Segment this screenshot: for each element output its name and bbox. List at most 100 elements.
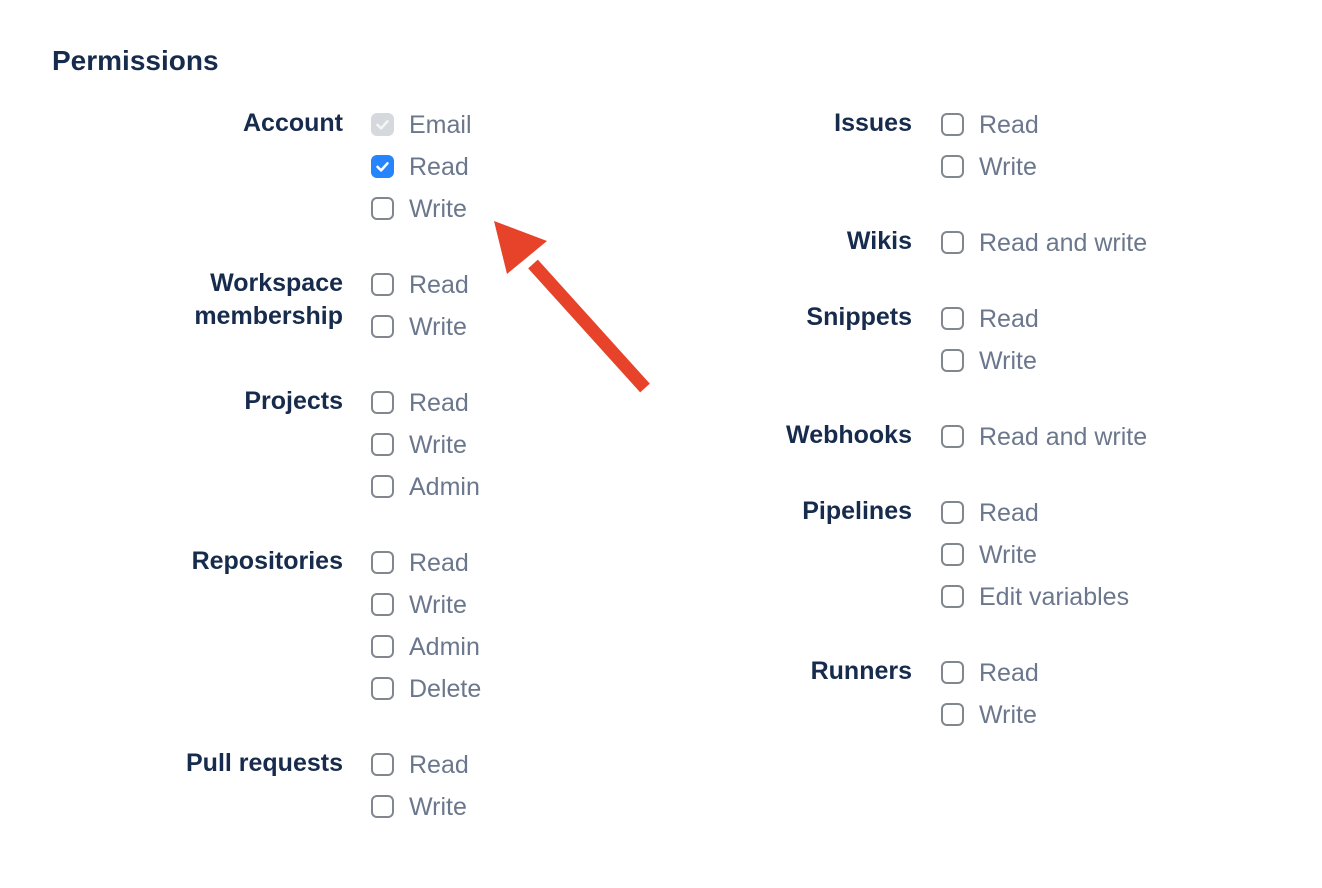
checkbox-row-projects-admin[interactable]: Admin [371, 472, 480, 501]
checkbox-row-pipelines-edit-variables[interactable]: Edit variables [941, 582, 1130, 611]
runners-read-label: Read [979, 658, 1039, 687]
checkbox-row-repositories-read[interactable]: Read [371, 548, 481, 577]
checkbox-row-account-email: Email [371, 110, 472, 139]
pipelines-write-label: Write [979, 540, 1037, 569]
account-email-label: Email [409, 110, 472, 139]
checkbox-row-projects-write[interactable]: Write [371, 430, 480, 459]
projects-admin-checkbox[interactable] [371, 474, 394, 498]
issues-read-checkbox[interactable] [941, 112, 964, 136]
snippets-read-checkbox[interactable] [941, 306, 964, 330]
pull-requests-read-checkbox[interactable] [371, 752, 394, 776]
checkbox-row-snippets-write[interactable]: Write [941, 346, 1039, 375]
checkbox-row-pull-requests-write[interactable]: Write [371, 794, 469, 819]
checkbox-row-projects-read[interactable]: Read [371, 388, 480, 417]
wikis-read-and-write-checkbox[interactable] [941, 230, 964, 254]
pipelines-edit-variables-label: Edit variables [979, 582, 1130, 611]
checkbox-row-account-read[interactable]: Read [371, 154, 472, 179]
checkbox-row-account-write[interactable]: Write [371, 194, 472, 223]
workspace-membership-write-checkbox[interactable] [371, 314, 394, 338]
pipelines-write-checkbox[interactable] [941, 542, 964, 566]
repositories-delete-label: Delete [409, 674, 482, 703]
checkbox-row-wikis-read-and-write[interactable]: Read and write [941, 228, 1148, 257]
checkbox-row-pipelines-read[interactable]: Read [941, 500, 1129, 525]
projects-write-label: Write [409, 430, 467, 459]
repositories-admin-label: Admin [409, 632, 480, 661]
checkbox-row-repositories-write[interactable]: Write [371, 590, 481, 619]
runners-write-checkbox[interactable] [941, 702, 964, 726]
webhooks-read-and-write-checkbox[interactable] [941, 424, 964, 448]
projects-write-checkbox[interactable] [371, 432, 394, 456]
projects-read-label: Read [409, 388, 469, 417]
workspace-membership-read-label: Read [409, 270, 469, 299]
projects-admin-label: Admin [409, 472, 480, 501]
wikis-read-and-write-label: Read and write [979, 228, 1148, 257]
pipelines-read-checkbox[interactable] [941, 500, 964, 524]
snippets-read-label: Read [979, 304, 1039, 333]
repositories-read-label: Read [409, 548, 469, 577]
group-label-webhooks: Webhooks [786, 421, 912, 449]
webhooks-read-and-write-label: Read and write [979, 422, 1148, 451]
checkbox-row-webhooks-read-and-write[interactable]: Read and write [941, 422, 1148, 451]
pull-requests-write-checkbox[interactable] [371, 794, 394, 818]
workspace-membership-read-checkbox[interactable] [371, 272, 394, 296]
checkbox-row-workspace-membership-write[interactable]: Write [371, 312, 469, 341]
group-label-wikis: Wikis [846, 227, 912, 255]
repositories-write-checkbox[interactable] [371, 592, 394, 616]
group-label-repositories: Repositories [191, 547, 343, 575]
account-write-checkbox[interactable] [371, 196, 394, 220]
permission-group-webhooks: Webhooks Read and write [663, 421, 1147, 466]
issues-write-checkbox[interactable] [941, 154, 964, 178]
workspace-membership-write-label: Write [409, 312, 467, 341]
checkbox-row-pull-requests-read[interactable]: Read [371, 750, 469, 779]
checkbox-row-workspace-membership-read[interactable]: Read [371, 270, 469, 299]
group-label-pipelines: Pipelines [802, 497, 912, 525]
group-label-pull-requests: Pull requests [186, 749, 343, 777]
checkbox-row-pipelines-write[interactable]: Write [941, 540, 1129, 569]
snippets-write-label: Write [979, 346, 1037, 375]
runners-read-checkbox[interactable] [941, 660, 964, 684]
checkbox-row-snippets-read[interactable]: Read [941, 304, 1039, 333]
group-label-projects: Projects [244, 387, 343, 415]
checkbox-row-repositories-delete[interactable]: Delete [371, 674, 482, 703]
account-read-checkbox[interactable] [371, 154, 394, 178]
permission-group-wikis: Wikis Read and write [663, 227, 1147, 272]
projects-read-checkbox[interactable] [371, 390, 394, 414]
checkbox-list: Read and write [941, 424, 1147, 466]
checkbox-row-runners-read[interactable]: Read [941, 658, 1039, 687]
pipelines-edit-variables-checkbox[interactable] [941, 584, 964, 608]
repositories-read-checkbox[interactable] [371, 550, 394, 574]
page-title: Permissions [52, 45, 219, 76]
group-label-account: Account [243, 109, 343, 137]
repositories-write-label: Write [409, 590, 467, 619]
checkbox-row-repositories-admin[interactable]: Admin [371, 632, 481, 661]
account-write-label: Write [409, 194, 467, 223]
snippets-write-checkbox[interactable] [941, 348, 964, 372]
repositories-admin-checkbox[interactable] [371, 634, 394, 658]
checkbox-row-issues-write[interactable]: Write [941, 154, 1039, 179]
checkbox-row-runners-write[interactable]: Write [941, 700, 1039, 729]
group-label-workspace-membership: Workspace membership [194, 269, 343, 330]
repositories-delete-checkbox[interactable] [371, 676, 394, 700]
runners-write-label: Write [979, 700, 1037, 729]
group-label-runners: Runners [810, 657, 912, 685]
checkbox-row-issues-read[interactable]: Read [941, 112, 1039, 137]
pull-requests-read-label: Read [409, 750, 469, 779]
checkbox-list: Read and write [941, 230, 1147, 272]
